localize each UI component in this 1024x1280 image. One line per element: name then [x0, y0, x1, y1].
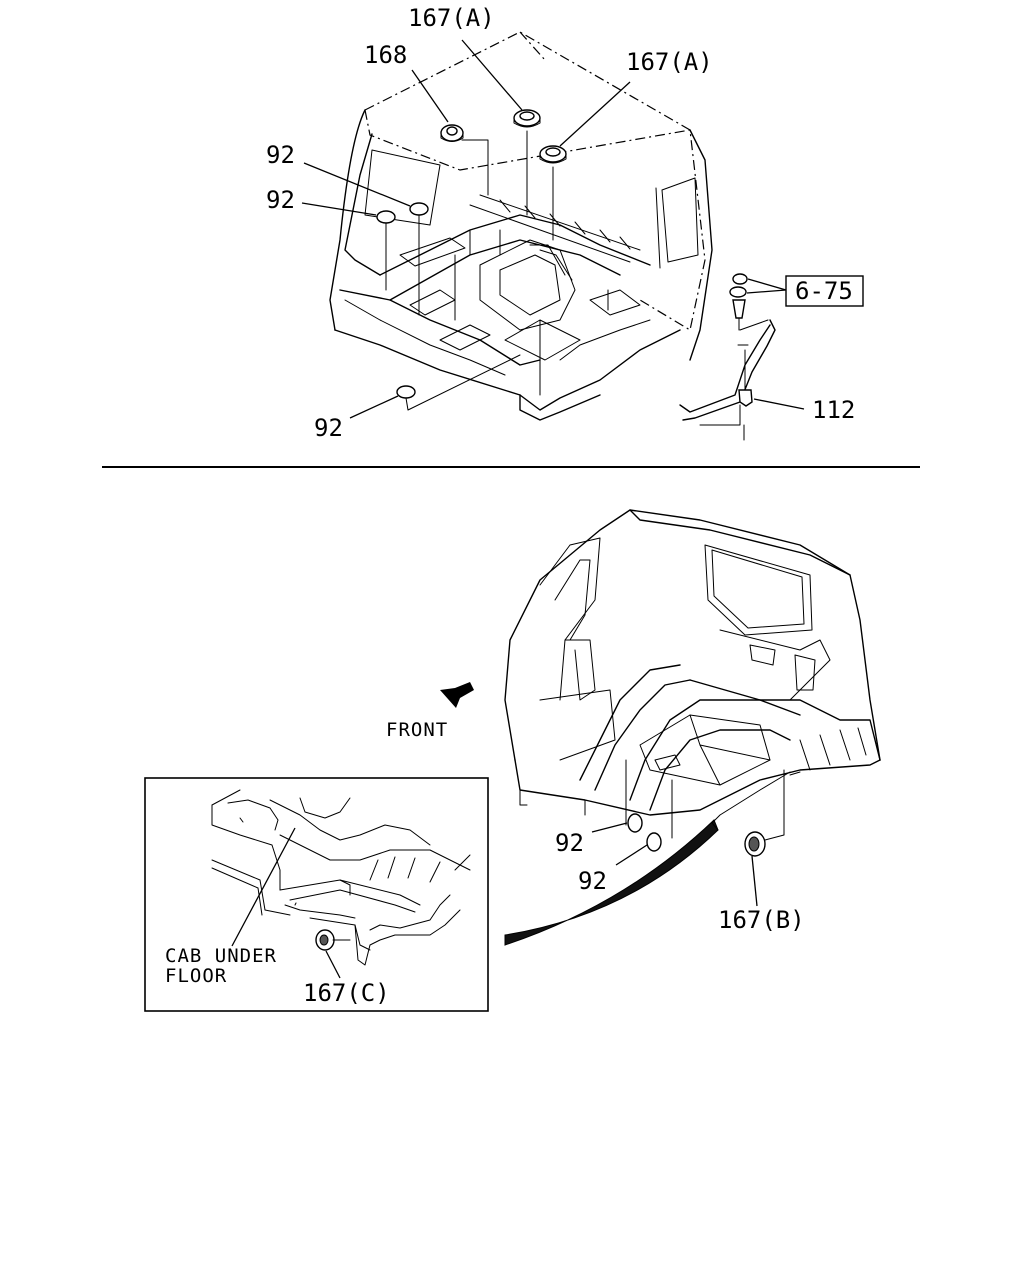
- callout-92-underside-a: 92: [555, 829, 584, 857]
- cab-under-floor-label-line2: FLOOR: [165, 965, 227, 987]
- callout-167a-right: 167(A): [626, 48, 713, 76]
- grommet-167c-icon: [315, 929, 335, 951]
- callout-92-b: 92: [266, 186, 295, 214]
- callout-112: 112: [812, 396, 855, 424]
- grommet-167b-icon: [744, 831, 766, 857]
- inset-connector-band: [504, 819, 719, 946]
- grommet-168-icon: [440, 124, 464, 142]
- grommet-167a-left-icon: [513, 109, 541, 128]
- top-cab-floor-drawing: [329, 31, 713, 421]
- callout-92-bottom: 92: [314, 414, 343, 442]
- plug-92-bottom-icon: [396, 385, 416, 399]
- cab-under-floor-label-line1: CAB UNDER: [165, 945, 277, 967]
- bracket-112-drawing: [679, 319, 776, 421]
- front-label: FRONT: [386, 719, 448, 741]
- callout-168: 168: [364, 41, 407, 69]
- bottom-cab-underside-drawing: [504, 509, 881, 946]
- fastener-6-75-icon: [729, 273, 748, 331]
- plug-92-underside-a-icon: [627, 813, 643, 833]
- callout-167b: 167(B): [718, 906, 805, 934]
- callout-92-a: 92: [266, 141, 295, 169]
- clip-112-icon: [738, 389, 753, 407]
- plug-92-underside-b-icon: [646, 832, 662, 852]
- inset-detail: CAB UNDER FLOOR 167(C): [144, 777, 489, 1012]
- callout-167a-left: 167(A): [408, 4, 495, 32]
- grommet-167a-right-icon: [539, 145, 567, 164]
- callout-167c: 167(C): [303, 979, 390, 1007]
- plug-92-a-icon: [409, 202, 429, 216]
- front-arrow-icon: [440, 682, 474, 708]
- reference-6-75: 6-75: [795, 277, 853, 305]
- top-parts: 167(A) 168 167(A) 92 92 92 6-75 112: [266, 4, 864, 442]
- callout-92-underside-b: 92: [578, 867, 607, 895]
- plug-92-b-icon: [376, 210, 396, 224]
